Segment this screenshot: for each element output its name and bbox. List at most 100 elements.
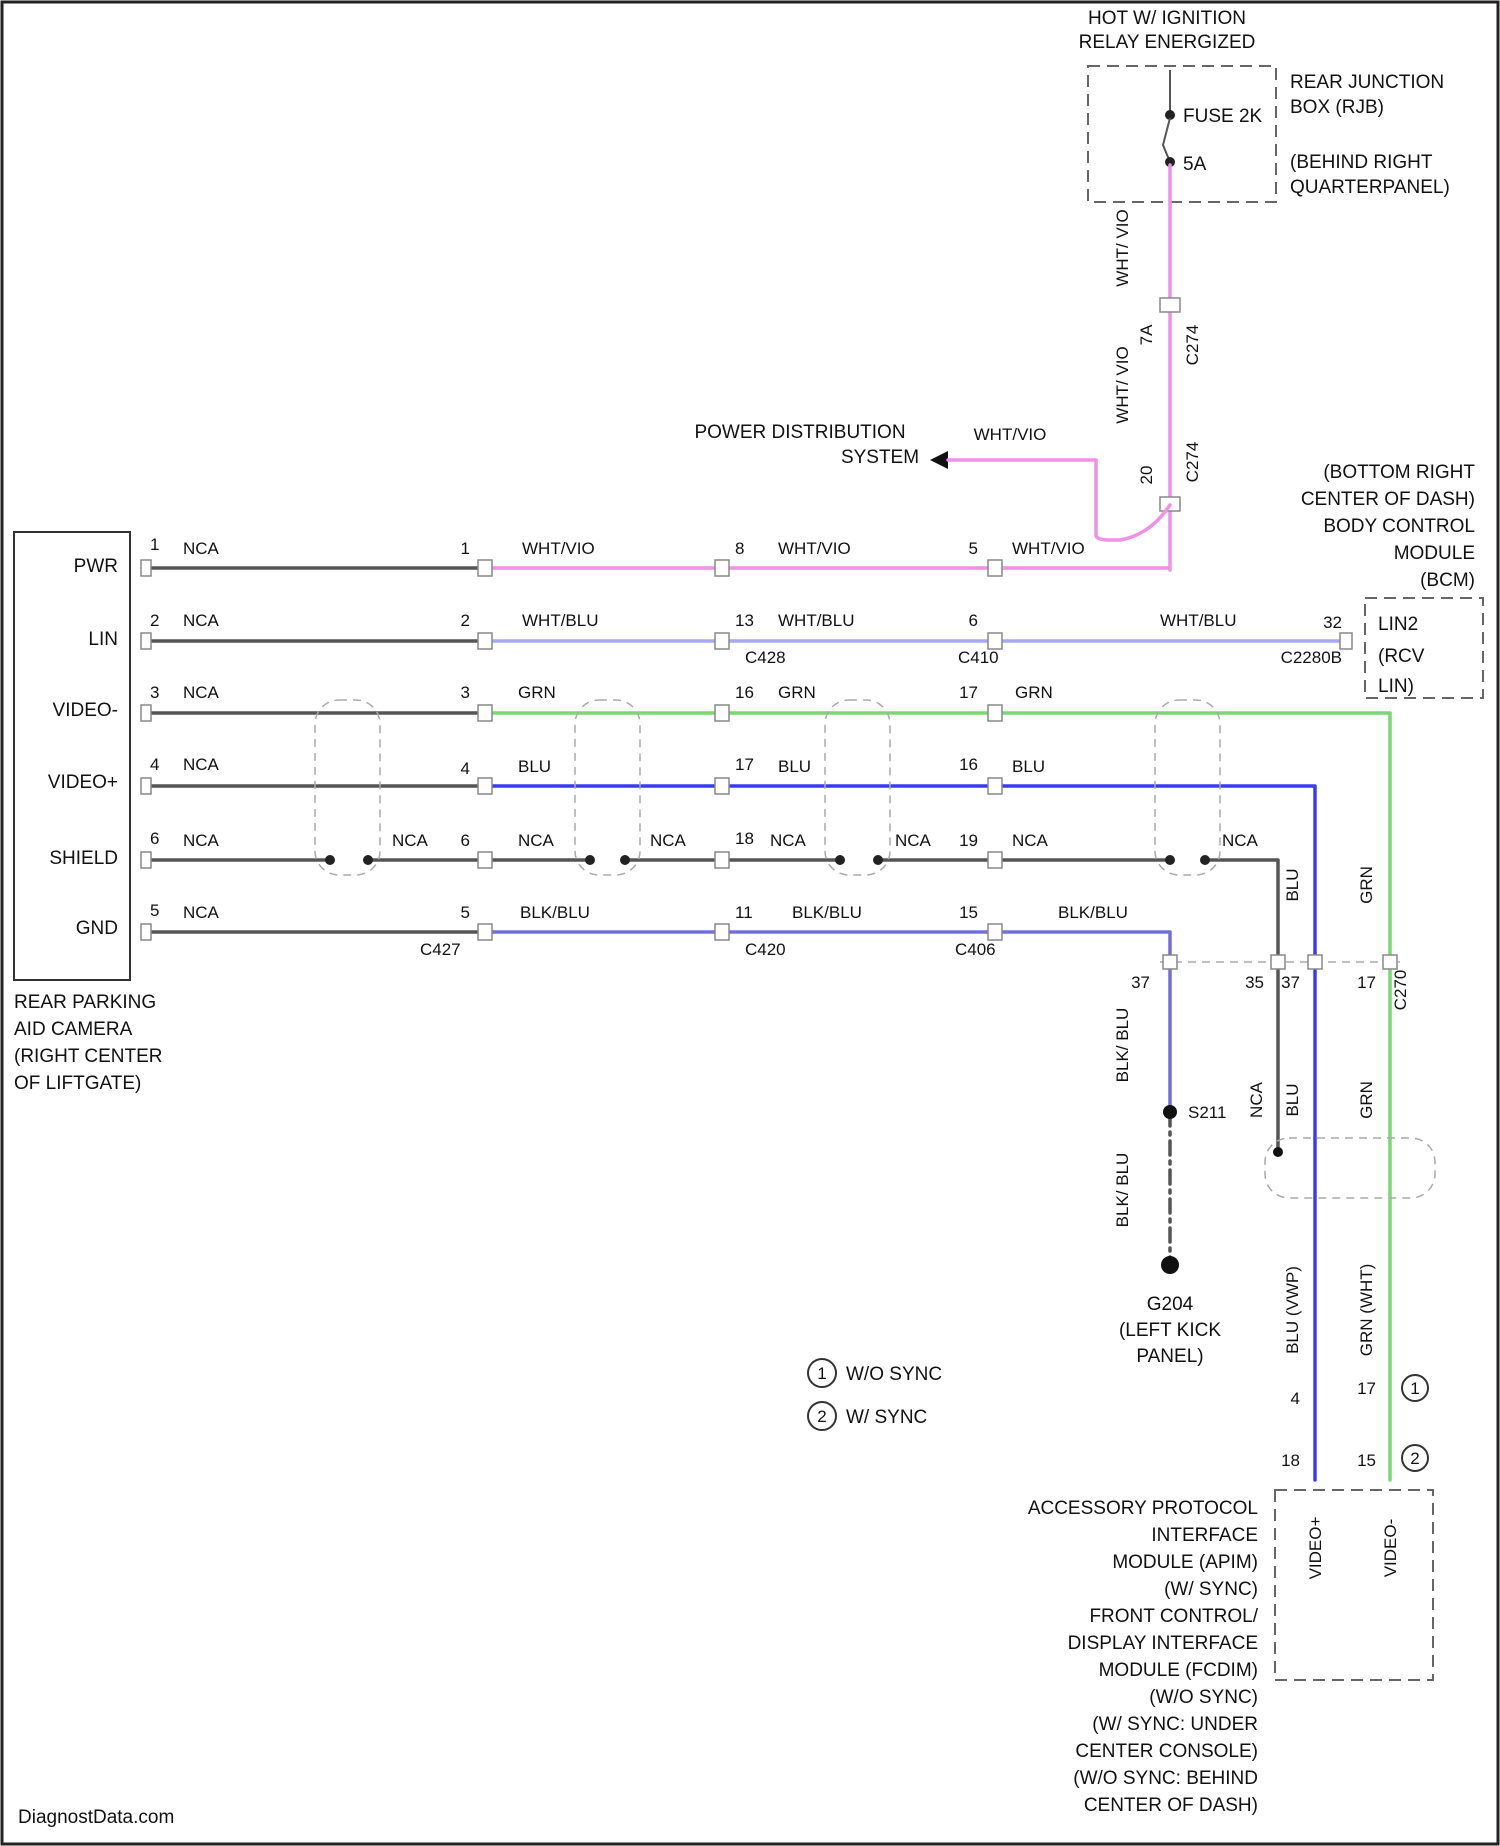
row1-c2-pin: 8	[735, 539, 744, 558]
row5-cam-pin: 6	[150, 829, 159, 848]
fuse-label: FUSE 2K	[1183, 106, 1263, 127]
apim-title-9: (W/ SYNC: UNDER	[1092, 1714, 1258, 1735]
apim-box	[1275, 1490, 1433, 1680]
apim-title-7: MODULE (FCDIM)	[1099, 1660, 1258, 1681]
row3-cam-wire-label: NCA	[183, 683, 220, 702]
row3-w2: GRN	[778, 683, 816, 702]
row1-c3-pin: 5	[969, 539, 978, 558]
row6-gnd-wire	[485, 932, 1170, 1112]
camera-pin-gnd: GND	[76, 918, 118, 939]
row2-c2-pin: 13	[735, 611, 754, 630]
legend-1-text: W/O SYNC	[846, 1364, 942, 1385]
row4-c3-pin: 16	[959, 755, 978, 774]
row5-c2-pin: 18	[735, 829, 754, 848]
c270-pin-2: 35	[1245, 973, 1264, 992]
row2-w3: WHT/BLU	[1160, 611, 1237, 630]
row1-c1-pin: 1	[461, 539, 470, 558]
power-dist-wire-label: WHT/VIO	[974, 425, 1047, 444]
shield-end-dot	[1273, 1147, 1283, 1157]
row6-w2: BLK/BLU	[792, 903, 862, 922]
ground-g204-icon	[1161, 1256, 1179, 1274]
lower-blk-label-2: BLK/ BLU	[1113, 1153, 1132, 1228]
shield-dot	[1165, 855, 1175, 865]
row3-w1: GRN	[518, 683, 556, 702]
apim-pin-video-minus: VIDEO-	[1381, 1519, 1400, 1578]
bcm-title-2: CENTER OF DASH)	[1301, 489, 1475, 510]
c274-upper-connector	[1160, 298, 1180, 312]
rjb-title-1: REAR JUNCTION	[1290, 72, 1444, 93]
row6-cam-pin: 5	[150, 901, 159, 920]
row6-c1-pin: 5	[461, 903, 470, 922]
camera-pin-shield: SHIELD	[49, 848, 118, 869]
row5-w1b: NCA	[650, 831, 687, 850]
shield-enclosure	[1265, 1138, 1435, 1198]
lower-grn-label-1: GRN	[1357, 866, 1376, 904]
c270-pin-1: 37	[1131, 973, 1150, 992]
shield-dot	[325, 855, 335, 865]
connector-c420-label: C420	[745, 940, 786, 959]
row4-w1: BLU	[518, 757, 551, 776]
lower-nca-label: NCA	[1247, 1081, 1266, 1118]
row4-w2: BLU	[778, 757, 811, 776]
camera-pin-pwr: PWR	[74, 556, 118, 577]
camera-title-1: REAR PARKING	[14, 992, 156, 1013]
ground-label-1: G204	[1147, 1294, 1194, 1315]
apim-pin-video-plus: VIDEO+	[1306, 1517, 1325, 1580]
apim-title-10: CENTER CONSOLE)	[1075, 1741, 1258, 1762]
bcm-wire-pin: 32	[1323, 613, 1342, 632]
row2-c3-pin: 6	[969, 611, 978, 630]
row1-cam-wire-label: NCA	[183, 539, 220, 558]
row5-mid-wire: NCA	[392, 831, 429, 850]
lower-blk-label-1: BLK/ BLU	[1113, 1008, 1132, 1083]
apim-title-2: INTERFACE	[1151, 1525, 1258, 1546]
apim-title-11: (W/O SYNC: BEHIND	[1073, 1768, 1258, 1789]
camera-title-4: OF LIFTGATE)	[14, 1073, 141, 1094]
shield-dot	[363, 855, 373, 865]
row2-c1-pin: 2	[461, 611, 470, 630]
lower-blu-label-3: BLU (VWP)	[1283, 1266, 1302, 1354]
row3-c1-pin: 3	[461, 683, 470, 702]
legend-1-num: 1	[817, 1364, 826, 1383]
camera-title-3: (RIGHT CENTER	[14, 1046, 162, 1067]
camera-box	[14, 532, 130, 980]
row6-c3-pin: 15	[959, 903, 978, 922]
riser-wire-upper: WHT/ VIO	[1113, 209, 1132, 286]
rjb-title-3: (BEHIND RIGHT	[1290, 152, 1433, 173]
rjb-box	[1088, 66, 1276, 202]
splice-s211-dot	[1163, 1105, 1177, 1119]
bcm-title-5: (BCM)	[1420, 570, 1475, 591]
row1-w1: WHT/VIO	[522, 539, 595, 558]
apim-pin-w-sync-plus: 18	[1281, 1451, 1300, 1470]
apim-title-6: DISPLAY INTERFACE	[1068, 1633, 1258, 1654]
ground-label-2: (LEFT KICK	[1119, 1320, 1221, 1341]
shield-dot	[835, 855, 845, 865]
bcm-terminal	[1340, 633, 1352, 649]
watermark: DiagnostData.com	[18, 1807, 174, 1828]
apim-pin-w-o-sync-minus: 17	[1357, 1379, 1376, 1398]
rjb-title-4: QUARTERPANEL)	[1290, 177, 1450, 198]
row3-w3: GRN	[1015, 683, 1053, 702]
bcm-pin-1: LIN2	[1378, 614, 1418, 635]
lower-grn-label-2: GRN	[1357, 1081, 1376, 1119]
camera-title-2: AID CAMERA	[14, 1019, 133, 1040]
c270-pin-3: 37	[1281, 973, 1300, 992]
ground-label-3: PANEL)	[1136, 1346, 1203, 1367]
camera-pin-lin: LIN	[88, 629, 118, 650]
apim-pin-w-sync-minus: 15	[1357, 1451, 1376, 1470]
row6-cam-wire-label: NCA	[183, 903, 220, 922]
row5-w3b: NCA	[1222, 831, 1259, 850]
row5-w3: NCA	[1012, 831, 1049, 850]
row1-w2: WHT/VIO	[778, 539, 851, 558]
riser-wire-lower: WHT/ VIO	[1113, 346, 1132, 423]
fuse-rating: 5A	[1183, 154, 1207, 175]
row6-w1: BLK/BLU	[520, 903, 590, 922]
lower-grn-label-3: GRN (WHT)	[1357, 1264, 1376, 1357]
row2-cam-wire-label: NCA	[183, 611, 220, 630]
connector-c428-label: C428	[745, 648, 786, 667]
top-feed-line1: HOT W/ IGNITION	[1088, 8, 1246, 29]
shield-dot	[585, 855, 595, 865]
bcm-pin-3: LIN)	[1378, 676, 1414, 697]
